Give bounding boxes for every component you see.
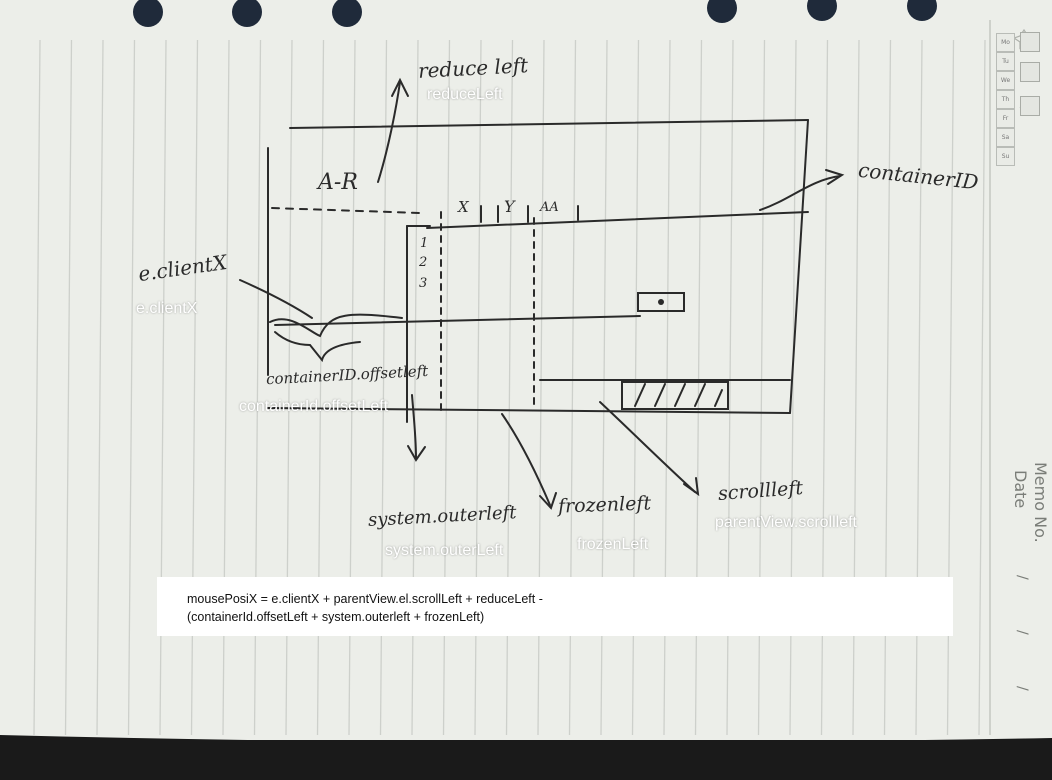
memo-number-label: Memo No. — [1031, 462, 1050, 543]
rule-line — [33, 39, 41, 736]
weekday-tab: We — [996, 71, 1015, 90]
handwritten-row-3: 3 — [419, 276, 428, 291]
container-offset-left-annotation: containerId.offsetLeft — [239, 398, 389, 415]
weekday-tab: Fr — [996, 109, 1015, 128]
date-label: Date — [1011, 470, 1030, 509]
weekday-tab: Su — [996, 147, 1015, 166]
handwritten-row-2: 2 — [419, 255, 428, 270]
umbrella-icon — [1020, 62, 1040, 82]
cloud-icon — [1020, 96, 1040, 116]
handwritten-column-x: X — [458, 198, 469, 216]
drag-point-dot — [658, 299, 664, 305]
weekday-tab: Th — [996, 90, 1015, 109]
reduce-left-annotation: reduceLeft — [427, 86, 503, 103]
date-slash-3: / — [1014, 686, 1030, 691]
weekday-tab: Tu — [996, 52, 1015, 71]
rule-line — [64, 39, 73, 736]
sun-icon — [1020, 32, 1040, 52]
frozen-left-annotation: frozenLeft — [577, 536, 649, 553]
formula-line-1: mousePosiX = e.clientX + parentView.el.s… — [187, 592, 543, 606]
date-slash-2: / — [1014, 630, 1030, 635]
weekday-tab: Mo — [996, 33, 1015, 52]
date-slash-1: / — [1014, 575, 1030, 580]
handwritten-column-range: A-R — [318, 170, 358, 195]
rule-line — [96, 39, 104, 736]
handwritten-row-1: 1 — [420, 236, 429, 251]
handwritten-column-y: Y — [504, 197, 515, 216]
handwritten-frozen-left: frozenleft — [557, 492, 652, 518]
rule-line — [978, 39, 986, 736]
weekday-tab: Sa — [996, 128, 1015, 147]
formula-line-2: (containerId.offsetLeft + system.outerle… — [187, 610, 485, 624]
parent-scroll-left-annotation: parentView.scrollleft — [715, 514, 857, 531]
formula-panel: mousePosiX = e.clientX + parentView.el.s… — [157, 577, 953, 636]
handwritten-column-aa: AA — [540, 200, 559, 215]
rule-line — [127, 39, 136, 736]
e-client-x-annotation: e.clientX — [136, 300, 198, 317]
system-outer-left-annotation: system.outerLeft — [385, 542, 504, 559]
